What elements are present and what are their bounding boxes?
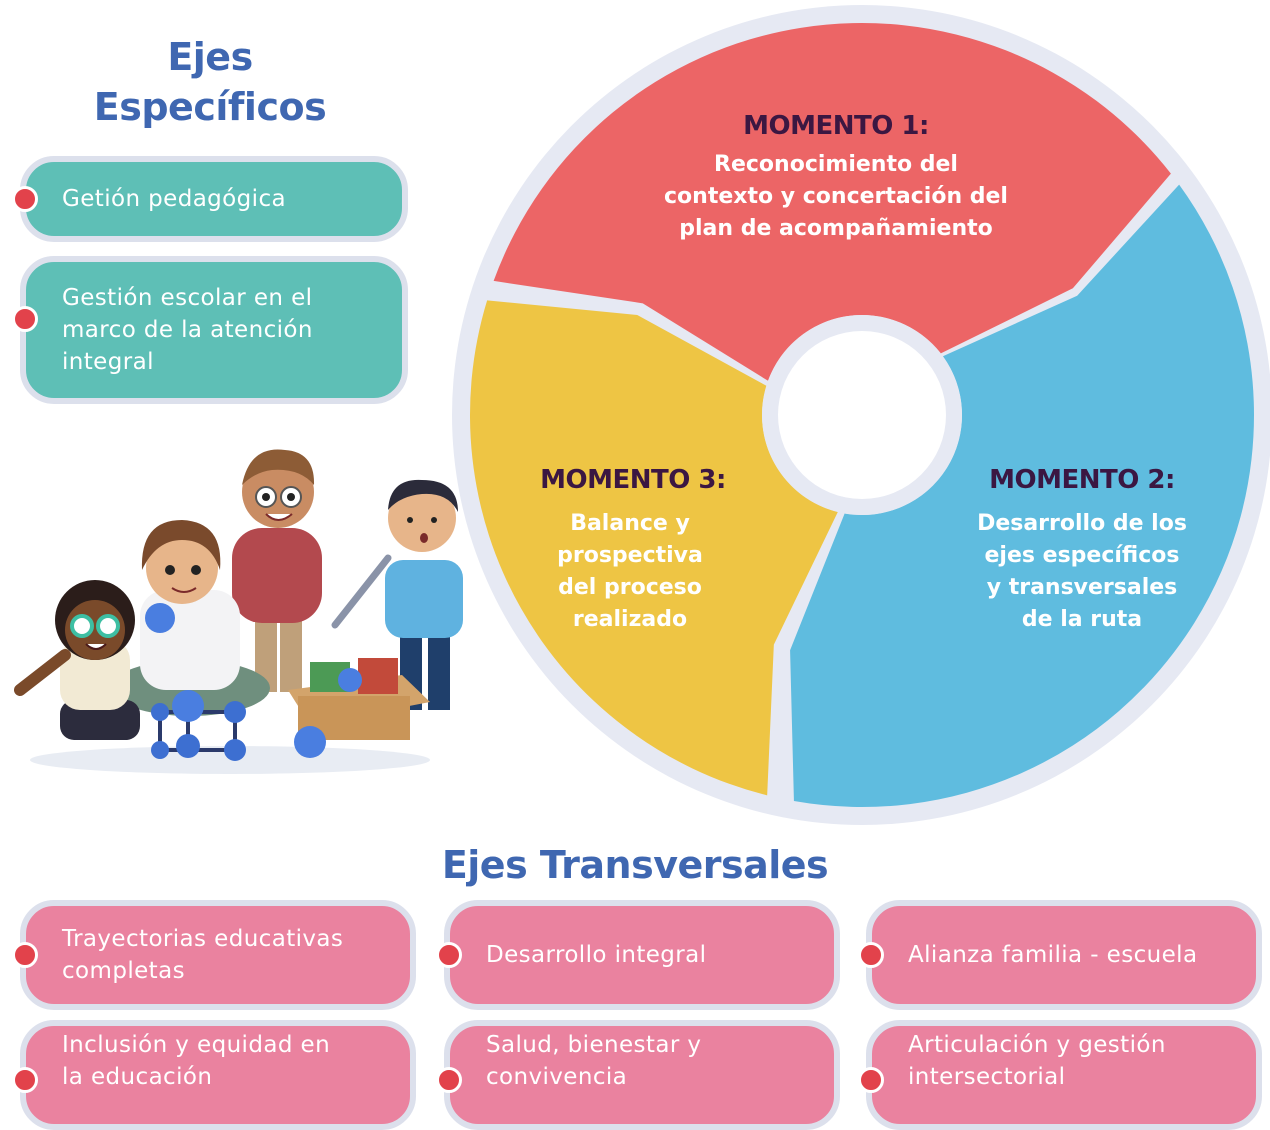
cycle-center [778, 331, 946, 499]
momento-3-line: realizado [573, 607, 687, 632]
bullet-dot-icon [436, 1067, 462, 1093]
eje-transversal-inclusion: Inclusión y equidad en la educación [12, 1020, 416, 1130]
pill-label-line: Trayectorias educativas [62, 926, 344, 952]
pill-label-line: Inclusión y equidad en [62, 1032, 331, 1058]
eje-especifico-gestion-pedagogica: Getión pedagógica [12, 156, 408, 242]
momento-2-line: y transversales [987, 575, 1178, 600]
momento-3-line: del proceso [558, 575, 702, 600]
pill-label-line: convivencia [486, 1064, 628, 1090]
eje-transversal-articulacion: Articulación y gestión intersectorial [858, 1020, 1262, 1130]
eje-transversal-salud: Salud, bienestar y convivencia [436, 1020, 840, 1130]
pill-label: Getión pedagógica [62, 186, 286, 212]
momento-3-title: MOMENTO 3: [540, 465, 726, 495]
pill-label-line: la educación [62, 1064, 213, 1090]
bullet-dot-icon [436, 942, 462, 968]
child-standing-red-hoodie [232, 449, 322, 692]
pill-label-line: Gestión escolar en el [62, 285, 313, 311]
eje-especifico-gestion-escolar: Gestión escolar en el marco de la atenci… [12, 256, 408, 404]
momento-2-title: MOMENTO 2: [989, 465, 1175, 495]
ejes-transversales-heading: Ejes Transversales [441, 843, 829, 887]
heading-line-1: Ejes [167, 35, 253, 79]
momentos-cycle-diagram: MOMENTO 1: Reconocimiento del contexto y… [452, 5, 1270, 825]
pill-label-line: integral [62, 349, 154, 375]
child-white-coat [110, 520, 270, 716]
pill-label: Inclusión y equidad en la educación [62, 1029, 330, 1093]
momento-2-sector [790, 184, 1254, 807]
ejes-especificos-heading: Ejes Específicos [60, 32, 360, 132]
bullet-dot-icon [858, 942, 884, 968]
pill-label-line: Articulación y gestión [908, 1032, 1166, 1058]
pill-label: Articulación y gestión intersectorial [908, 1029, 1166, 1093]
momento-2-line: de la ruta [1022, 607, 1142, 632]
child-curly-hair-glasses [14, 580, 140, 740]
bullet-dot-icon [12, 942, 38, 968]
bullet-dot-icon [858, 1067, 884, 1093]
pill-label: Alianza familia - escuela [908, 942, 1198, 968]
bullet-dot-icon [12, 1067, 38, 1093]
momento-3-sector [470, 300, 838, 796]
pill-label: Salud, bienestar y convivencia [486, 1029, 701, 1093]
pill-label: Desarrollo integral [486, 942, 707, 968]
momento-1-title: MOMENTO 1: [743, 111, 929, 141]
momento-1-line: contexto y concertación del [664, 184, 1008, 209]
momento-2-line: Desarrollo de los [977, 511, 1187, 536]
pill-label: Trayectorias educativas completas [62, 923, 343, 987]
molecule-model [145, 603, 362, 761]
pill-label: Gestión escolar en el marco de la atenci… [62, 282, 313, 378]
bullet-dot-icon [12, 186, 38, 212]
pill-label-line: Salud, bienestar y [486, 1032, 702, 1058]
momento-1-sector [493, 22, 1171, 381]
pill-label-line: completas [62, 958, 185, 984]
momento-1-line: Reconocimiento del [714, 152, 958, 177]
eje-transversal-desarrollo-integral: Desarrollo integral [436, 900, 840, 1010]
children-illustration [14, 449, 463, 774]
momento-1-line: plan de acompañamiento [679, 216, 993, 241]
bullet-dot-icon [12, 306, 38, 332]
pill-label-line: marco de la atención [62, 317, 313, 343]
momento-3-line: prospectiva [557, 543, 703, 568]
momento-2-line: ejes específicos [985, 543, 1180, 568]
eje-transversal-trayectorias: Trayectorias educativas completas [12, 900, 416, 1010]
eje-transversal-alianza: Alianza familia - escuela [858, 900, 1262, 1010]
momento-3-line: Balance y [570, 511, 690, 536]
heading-line-2: Específicos [93, 85, 327, 129]
pill-label-line: intersectorial [908, 1064, 1066, 1090]
